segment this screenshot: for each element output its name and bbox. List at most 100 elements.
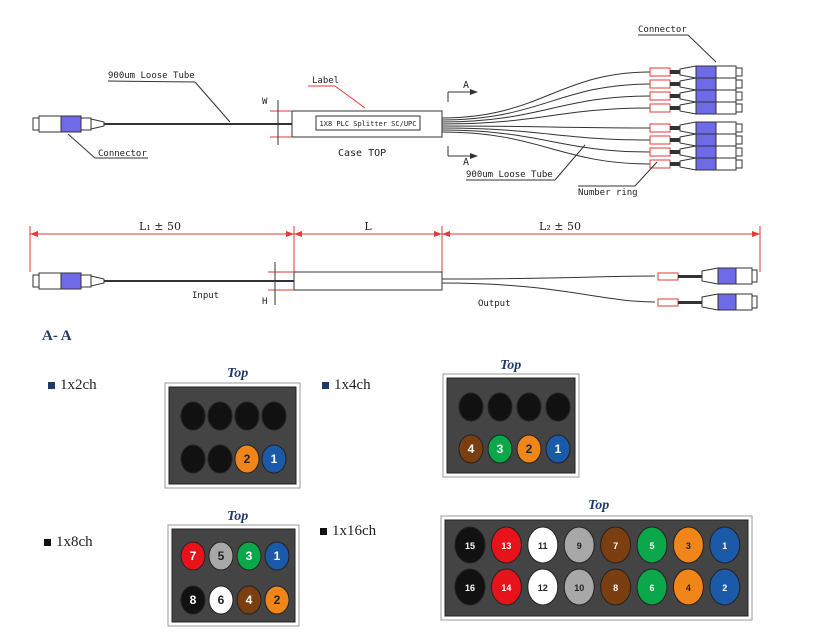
input-label: Input	[192, 291, 219, 301]
number-ring-label: Number ring	[578, 188, 638, 198]
fiber-port: 8	[600, 568, 632, 606]
side-output-connectors	[657, 267, 758, 311]
output-connector	[649, 65, 743, 79]
fiber-port-number: 14	[501, 583, 511, 593]
output-connector	[649, 77, 743, 91]
fiber-port-number: 16	[465, 583, 475, 593]
dimension-lines	[29, 226, 761, 272]
fiber-port-number: 6	[218, 593, 225, 607]
fiber-port: 6	[636, 568, 668, 606]
fiber-port	[516, 392, 542, 422]
fiber-port-number: 1	[722, 541, 727, 551]
fiber-port-number: 3	[246, 549, 253, 563]
fiber-port: 3	[236, 541, 262, 571]
top-label-1x8: Top	[227, 509, 249, 524]
side-left-connector	[32, 272, 105, 290]
fiber-port: 7	[180, 541, 206, 571]
side-view: L₁ ± 50 L L₂ ± 50 H	[29, 220, 761, 311]
top-view: 1X8 PLC Splitter SC/UPC W 900um Loose Tu…	[32, 25, 743, 198]
layout-title-1x8: 1x8ch	[44, 534, 93, 551]
connector-left-label: Connector	[98, 149, 147, 159]
fiber-port: 15	[454, 526, 486, 564]
fiber-port: 1	[545, 434, 571, 464]
output-connector	[649, 145, 743, 159]
fiber-port-number: 8	[190, 593, 197, 607]
fiber-port: 2	[709, 568, 741, 606]
fiber-port-number: 2	[274, 593, 281, 607]
fiber-port-number: 4	[686, 583, 691, 593]
fiber-port	[487, 392, 513, 422]
fiber-port-number: 1	[271, 452, 278, 466]
fiber-port: 7	[600, 526, 632, 564]
fiber-port: 6	[208, 585, 234, 615]
fiber-port: 1	[709, 526, 741, 564]
tube-left-label: 900um Loose Tube	[108, 71, 195, 81]
fanout-fibers	[441, 71, 651, 165]
output-label: Output	[478, 299, 511, 309]
fiber-port: 4	[458, 434, 484, 464]
fiber-port	[545, 392, 571, 422]
case-label-text: 1X8 PLC Splitter SC/UPC	[320, 120, 417, 128]
fiber-port-number: 1	[274, 549, 281, 563]
fiber-port-number: 7	[190, 549, 197, 563]
fiber-port: 4	[672, 568, 704, 606]
fiber-port-number: 13	[501, 541, 511, 551]
fiber-port	[207, 401, 233, 431]
dim-l1: L₁ ± 50	[139, 220, 181, 233]
fiber-port-number: 10	[574, 583, 584, 593]
fiber-port-number: 4	[246, 593, 253, 607]
fiber-port: 10	[563, 568, 595, 606]
fiber-port: 9	[563, 526, 595, 564]
fiber-port-number: 7	[613, 541, 618, 551]
dim-l2: L₂ ± 50	[539, 220, 581, 233]
fiber-port-number: 2	[722, 583, 727, 593]
fiber-port	[234, 401, 260, 431]
fiber-port-number: 5	[218, 549, 225, 563]
output-connector	[649, 101, 743, 115]
output-connector	[649, 89, 743, 103]
fiber-port: 11	[527, 526, 559, 564]
fiber-port: 3	[487, 434, 513, 464]
fiber-port-number: 12	[538, 583, 548, 593]
fiber-port: 16	[454, 568, 486, 606]
fiber-port: 8	[180, 585, 206, 615]
layout-title-1x16: 1x16ch	[320, 523, 376, 540]
case-label-box	[315, 115, 421, 131]
case-top-label: Case TOP	[338, 148, 386, 159]
fiber-port: 5	[208, 541, 234, 571]
fiber-port	[207, 444, 233, 474]
fiber-port: 1	[261, 444, 287, 474]
fiber-port-number: 3	[686, 541, 691, 551]
label-tag: Label	[312, 76, 339, 86]
fiber-port: 5	[636, 526, 668, 564]
section-a-top: A	[463, 80, 469, 91]
top-label-1x2: Top	[227, 366, 249, 381]
fiber-port: 12	[527, 568, 559, 606]
left-connector	[32, 115, 105, 133]
layout-panel-1x8ch: 7 5 3 1 8 6 4 2	[167, 524, 300, 627]
right-connectors	[649, 65, 743, 171]
side-case	[293, 271, 443, 291]
fiber-port	[180, 401, 206, 431]
fiber-port: 3	[672, 526, 704, 564]
fiber-port: 2	[516, 434, 542, 464]
fiber-port-number: 4	[468, 442, 475, 456]
fiber-port-number: 5	[649, 541, 654, 551]
top-label-1x16: Top	[588, 498, 610, 513]
fiber-port	[458, 392, 484, 422]
output-connector	[649, 121, 743, 135]
fiber-port	[261, 401, 287, 431]
fiber-port-number: 2	[244, 452, 251, 466]
output-connector	[649, 157, 743, 171]
fiber-port-number: 9	[577, 541, 582, 551]
fiber-port: 4	[236, 585, 262, 615]
fiber-port-number: 3	[497, 442, 504, 456]
layout-title-1x2: 1x2ch	[48, 377, 97, 394]
dim-l: L	[364, 220, 372, 233]
layout-title-1x4: 1x4ch	[322, 377, 371, 394]
